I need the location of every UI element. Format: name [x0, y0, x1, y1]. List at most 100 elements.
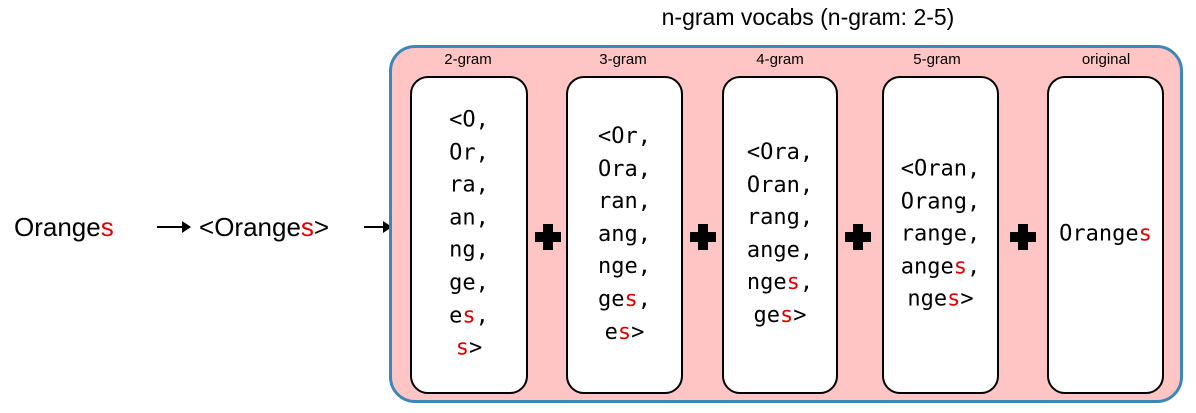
ngram-item: <O,	[412, 105, 526, 138]
bracket-close: >	[313, 212, 330, 242]
ngram-box-original: Oranges	[1047, 76, 1164, 394]
ngram-text-tail: ,	[475, 303, 489, 329]
ngram-item: an,	[412, 202, 526, 235]
ngram-text: Orange	[1059, 221, 1139, 247]
input-word: Oranges	[14, 212, 114, 243]
plus-icon	[690, 224, 716, 250]
ngram-text-tail: >	[469, 335, 483, 361]
column-label: 3-gram	[599, 51, 647, 68]
ngram-box-2-gram: <O,Or,ra,an,ng,ge,es,s>	[410, 76, 528, 394]
ngram-text-tail: ,	[966, 254, 981, 280]
ngram-text: range,	[900, 221, 981, 247]
column-label: 5-gram	[913, 51, 961, 68]
column-label: 2-gram	[444, 51, 492, 68]
ngram-item: nges>	[884, 284, 997, 317]
ngram-item: ges,	[568, 284, 681, 317]
ngram-text: ange,	[746, 238, 814, 263]
ngram-text-tail: ,	[637, 286, 651, 312]
ngram-item: Oranges	[1049, 219, 1162, 252]
ngram-text: ange	[900, 254, 954, 280]
right-arrow-icon	[364, 221, 392, 233]
ngram-list: <Oran,Orang,range,anges,nges>	[884, 154, 997, 317]
ngram-text: nge,	[598, 254, 651, 280]
ngram-item: ran,	[568, 186, 681, 219]
ngram-text: ge,	[449, 270, 489, 296]
diagram-title: n-gram vocabs (n-gram: 2-5)	[661, 4, 955, 30]
plus-icon	[845, 224, 871, 250]
ngram-text-tail: >	[960, 286, 974, 312]
ngram-text: ang,	[598, 221, 651, 247]
ngram-list: <Or,Ora,ran,ang,nge,ges,es>	[568, 121, 681, 349]
ngram-highlight: s	[953, 254, 967, 280]
ngram-item: <Ora,	[724, 137, 836, 170]
ngram-text: nge	[907, 286, 948, 312]
ngram-item: ang,	[568, 219, 681, 252]
ngram-highlight: s	[1138, 221, 1152, 247]
ngram-text: ge	[598, 286, 625, 312]
ngram-item: ange,	[724, 235, 836, 268]
ngram-highlight: s	[624, 286, 638, 312]
ngram-item: Oran,	[724, 170, 836, 203]
ngram-item: Orang,	[884, 186, 997, 219]
ngram-text: e	[449, 303, 463, 329]
plus-icon	[535, 224, 561, 250]
bracketed-word-base: Orange	[214, 212, 301, 242]
bracket-open: <	[199, 212, 215, 242]
ngram-item: ges>	[724, 300, 836, 333]
ngram-item: s>	[412, 333, 526, 366]
ngram-highlight: s	[462, 303, 476, 329]
ngram-highlight: s	[947, 286, 961, 312]
ngram-box-5-gram: <Oran,Orang,range,anges,nges>	[882, 76, 999, 394]
ngram-box-4-gram: <Ora,Oran,rang,ange,nges,ges>	[722, 76, 838, 394]
ngram-item: nges,	[724, 268, 836, 301]
ngram-list: Oranges	[1049, 219, 1162, 252]
ngram-list: <Ora,Oran,rang,ange,nges,ges>	[724, 137, 836, 333]
ngram-text-tail: >	[631, 319, 645, 345]
ngram-item: <Or,	[568, 121, 681, 154]
ngram-text: <Or,	[598, 123, 651, 149]
ngram-item: rang,	[724, 202, 836, 235]
ngram-item: Or,	[412, 137, 526, 170]
input-word-suffix: s	[100, 212, 114, 242]
ngram-text: rang,	[746, 205, 814, 231]
ngram-item: nge,	[568, 251, 681, 284]
ngram-box-3-gram: <Or,Ora,ran,ang,nge,ges,es>	[566, 76, 683, 394]
ngram-text: <Ora,	[746, 140, 814, 166]
ngram-text-tail: ,	[799, 270, 814, 296]
ngram-text: ge	[753, 303, 781, 329]
ngram-text: ran,	[598, 189, 651, 215]
ngram-text-tail: >	[793, 303, 807, 329]
ngram-item: es,	[412, 300, 526, 333]
column-label: 4-gram	[756, 51, 804, 68]
plus-icon	[1010, 224, 1036, 250]
ngram-highlight: s	[617, 319, 632, 345]
ngram-item: <Oran,	[884, 154, 997, 187]
column-label: original	[1081, 51, 1131, 68]
ngram-item: es>	[568, 316, 681, 349]
ngram-text: ra,	[449, 172, 489, 198]
input-word-base: Orange	[14, 212, 101, 242]
ngram-text: Oran,	[746, 172, 814, 198]
ngram-highlight: s	[455, 335, 469, 361]
ngram-text: Orang,	[900, 189, 981, 215]
right-arrow-icon	[157, 221, 191, 233]
ngram-text: ng,	[449, 238, 489, 263]
ngram-item: ra,	[412, 170, 526, 203]
ngram-highlight: s	[780, 303, 794, 329]
ngram-list: <O,Or,ra,an,ng,ge,es,s>	[412, 105, 526, 366]
ngram-text: e	[604, 319, 618, 345]
ngram-text: <Oran,	[900, 156, 981, 182]
ngram-item: anges,	[884, 251, 997, 284]
ngram-highlight: s	[786, 270, 800, 296]
ngram-text: nge	[746, 270, 787, 296]
ngram-text: Or,	[449, 140, 489, 166]
ngram-text: an,	[449, 205, 489, 231]
ngram-text: <O,	[449, 107, 489, 133]
ngram-item: range,	[884, 219, 997, 252]
ngram-text: Ora,	[598, 156, 651, 182]
bracketed-word-suffix: s	[300, 212, 314, 242]
bracketed-word: <Oranges>	[199, 212, 329, 243]
ngram-item: ng,	[412, 235, 526, 268]
ngram-item: ge,	[412, 268, 526, 301]
ngram-item: Ora,	[568, 154, 681, 187]
